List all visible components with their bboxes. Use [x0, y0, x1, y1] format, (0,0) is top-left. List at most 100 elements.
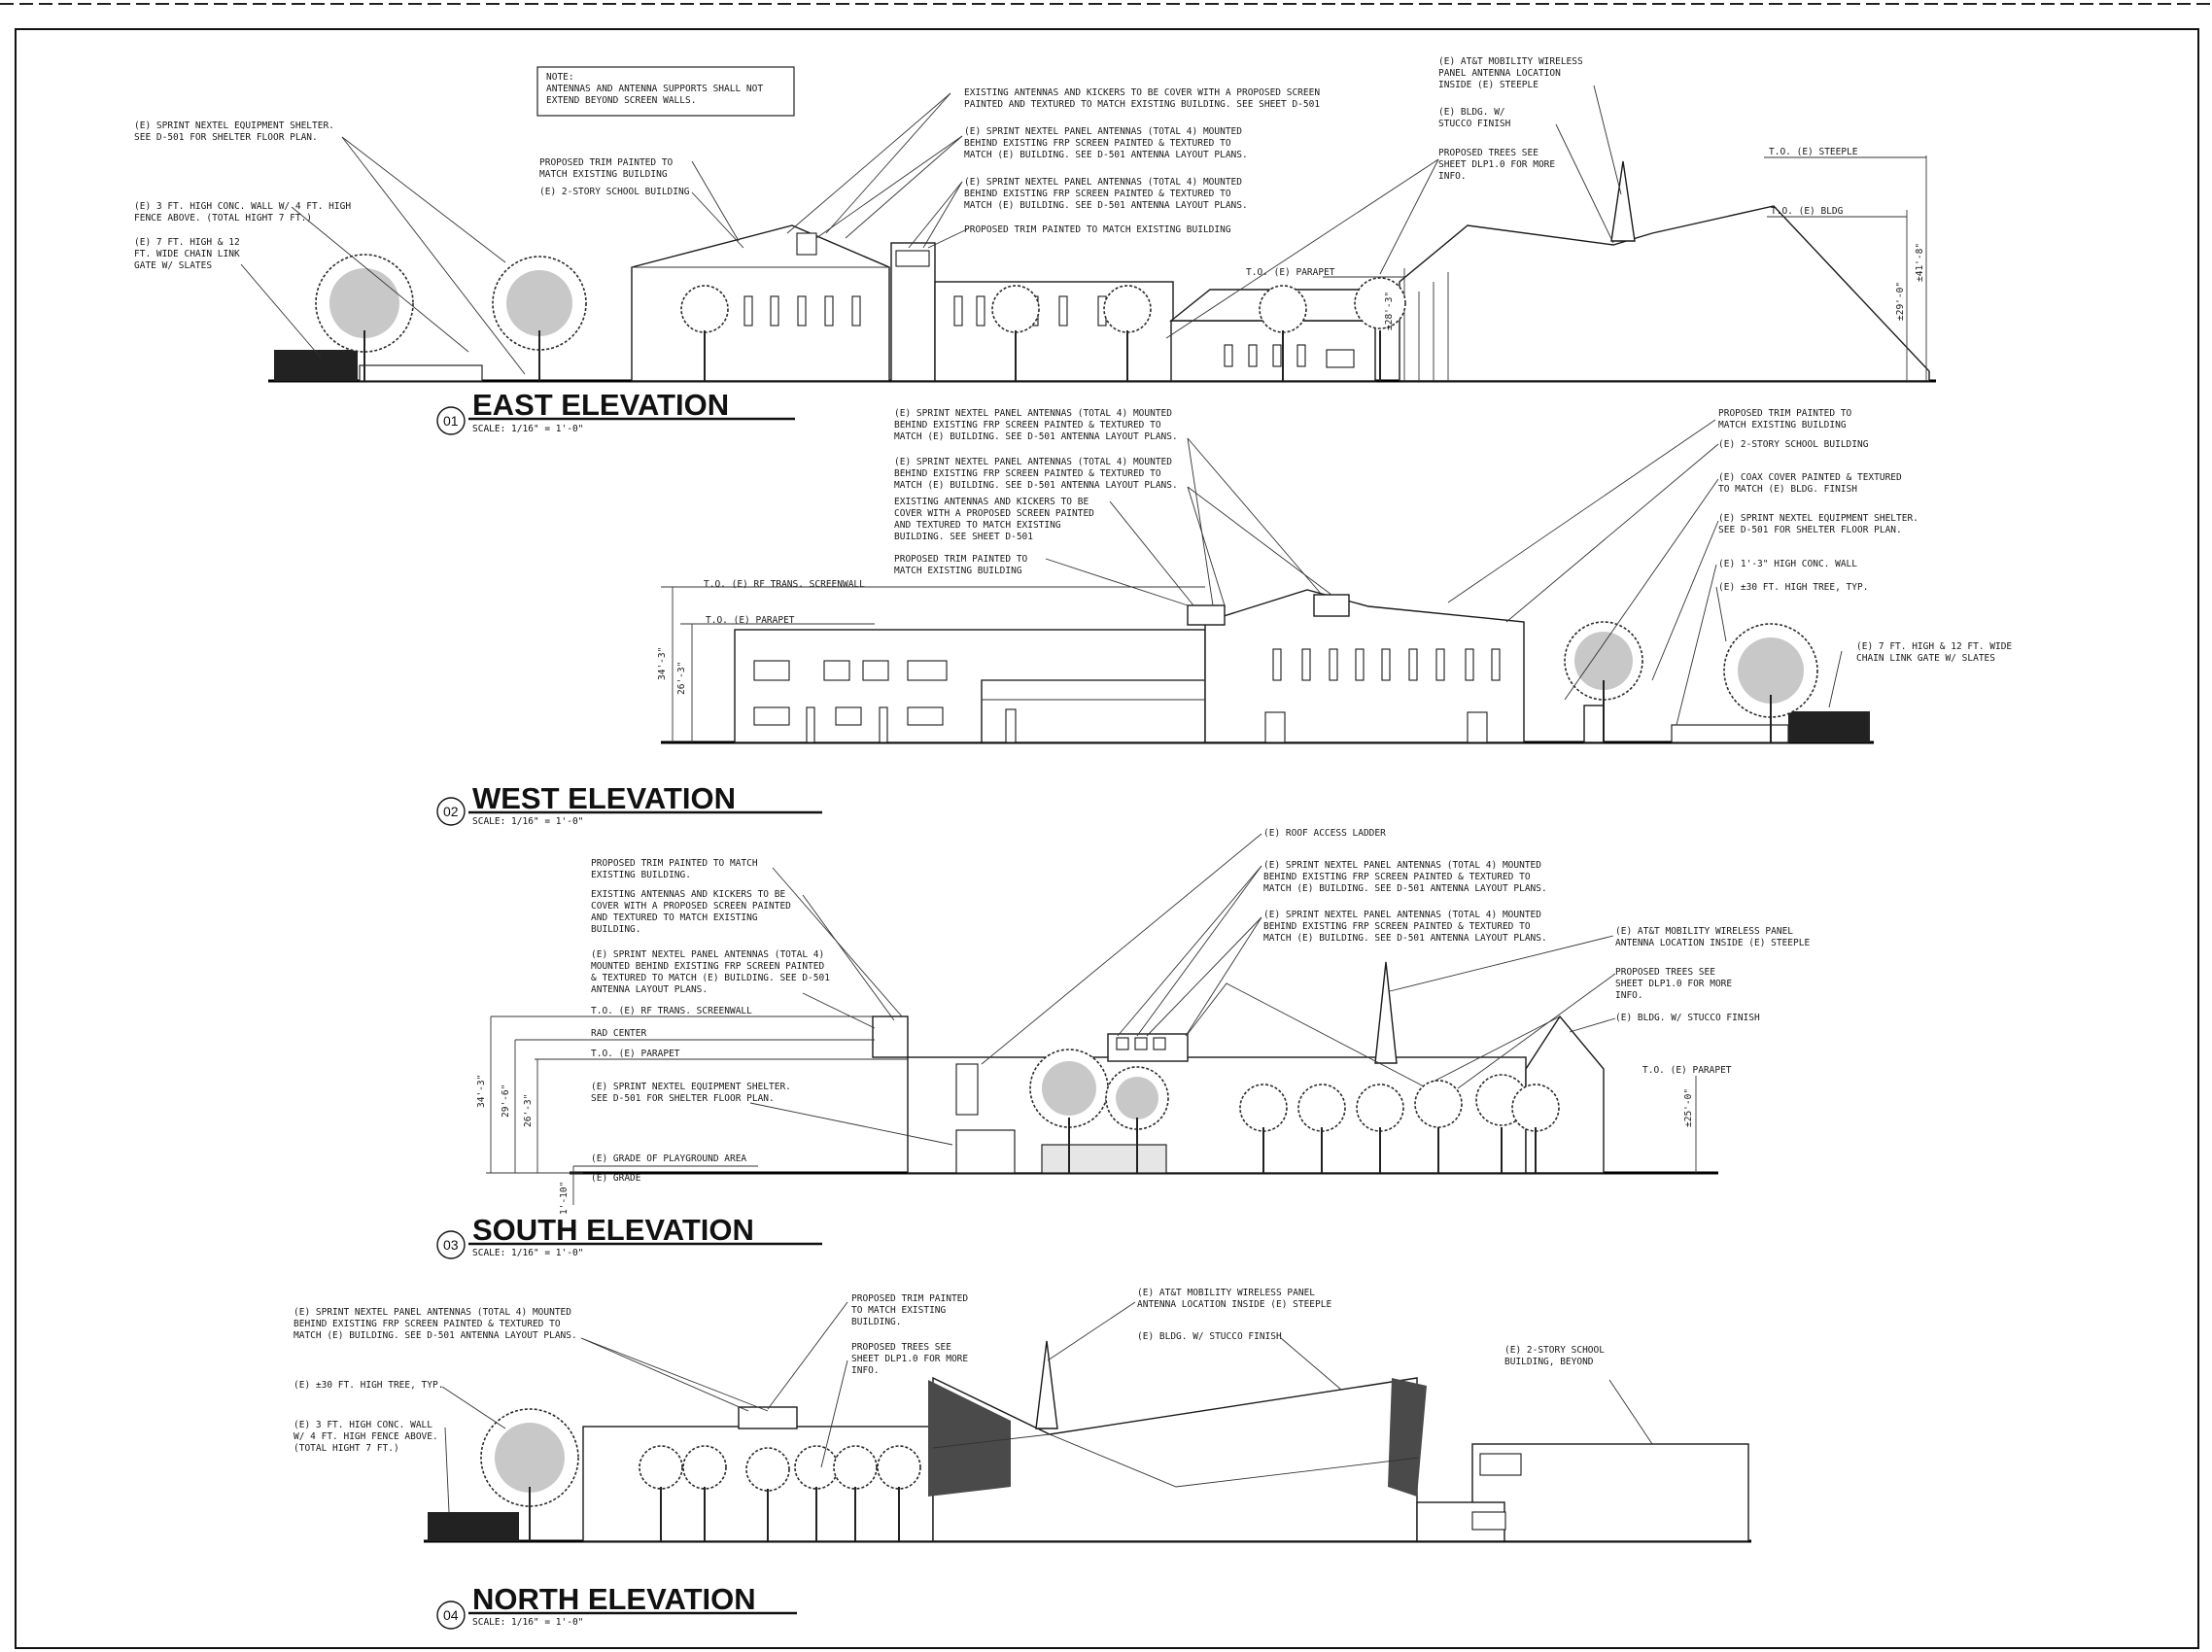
east-dim-3: ±29'-0": [1895, 282, 1906, 321]
north-elevation-title: NORTH ELEVATION: [472, 1582, 756, 1616]
east-to-steeple: T.O. (E) STEEPLE: [1769, 147, 1858, 157]
west-dim-2: 26'-3": [676, 662, 687, 695]
north-note-conc-wall: (E) 3 FT. HIGH CONC. WALL W/ 4 FT. HIGH …: [294, 1420, 443, 1454]
general-note-box: [536, 66, 795, 117]
north-elevation-scale: SCALE: 1/16" = 1'-0": [472, 1617, 583, 1628]
north-leaders: [441, 1301, 1653, 1513]
north-elevation-number: [436, 1600, 466, 1630]
south-note-kickers: EXISTING ANTENNAS AND KICKERS TO BE COVE…: [591, 889, 797, 935]
east-elevation: NOTE: ANTENNAS AND ANTENNA SUPPORTS SHAL…: [134, 56, 1936, 435]
east-to-parapet: T.O. (E) PARAPET: [1246, 267, 1335, 278]
south-to-parapet-right: T.O. (E) PARAPET: [1642, 1065, 1732, 1076]
north-wall: [428, 1512, 519, 1541]
north-screen: [738, 1406, 798, 1429]
east-number-text: 01: [443, 413, 459, 429]
west-elevation: 34'-3" 26'-3" T.O. (E) RF TRANS. SCREENW…: [436, 408, 2018, 827]
east-note-shelter: (E) SPRINT NEXTEL EQUIPMENT SHELTER. SEE…: [134, 120, 340, 143]
school-building: [631, 224, 890, 382]
south-number-text: 03: [443, 1237, 459, 1253]
south-to-parapet: T.O. (E) PARAPET: [591, 1049, 680, 1059]
west-note-kickers: EXISTING ANTENNAS AND KICKERS TO BE COVE…: [894, 497, 1100, 542]
south-note-att: (E) AT&T MOBILITY WIRELESS PANEL ANTENNA…: [1615, 926, 1810, 948]
school-windows: [743, 232, 861, 327]
west-shelter: [1788, 711, 1870, 742]
north-elevation: (E) SPRINT NEXTEL PANEL ANTENNAS (TOTAL …: [294, 1288, 1751, 1630]
east-dim-2: ±41'-8": [1915, 243, 1925, 282]
west-trees: [1564, 621, 1818, 742]
west-note-trim-right: PROPOSED TRIM PAINTED TO MATCH EXISTING …: [1718, 408, 1857, 430]
east-note-antennas-a: (E) SPRINT NEXTEL PANEL ANTENNAS (TOTAL …: [964, 126, 1248, 160]
east-to-bldg: T.O. (E) BLDG: [1771, 206, 1844, 217]
concrete-wall: [359, 364, 483, 382]
north-note-trim: PROPOSED TRIM PAINTED TO MATCH EXISTING …: [851, 1293, 974, 1327]
south-dim-1: 34'-3": [476, 1075, 487, 1108]
east-dim-1: ±28'-3": [1384, 292, 1395, 330]
east-note-conc-wall: (E) 3 FT. HIGH CONC. WALL W/ 4 FT. HIGH …: [134, 201, 357, 224]
south-note-proposed-trees: PROPOSED TREES SEE SHEET DLP1.0 FOR MORE…: [1615, 967, 1738, 1001]
north-note-proposed-trees: PROPOSED TREES SEE SHEET DLP1.0 FOR MORE…: [851, 1342, 974, 1376]
east-general-note: NOTE: ANTENNAS AND ANTENNA SUPPORTS SHAL…: [546, 72, 769, 106]
church-building: [1399, 205, 1930, 382]
east-note-school: (E) 2-STORY SCHOOL BUILDING: [539, 187, 690, 197]
south-elevation: 34'-3" 29'-6" 26'-3" 1'-10" ±25'-0" PROP…: [436, 828, 1810, 1259]
north-steeple: [1035, 1340, 1058, 1429]
south-dim-3: 26'-3": [523, 1094, 534, 1127]
north-number-text: 04: [443, 1607, 459, 1623]
west-note-coax: (E) COAX COVER PAINTED & TEXTURED TO MAT…: [1718, 472, 1907, 495]
east-elevation-scale: SCALE: 1/16" = 1'-0": [472, 424, 583, 434]
west-note-antennas-b: (E) SPRINT NEXTEL PANEL ANTENNAS (TOTAL …: [894, 457, 1178, 491]
south-leaders: [749, 833, 1616, 1146]
south-note-antennas-b: (E) SPRINT NEXTEL PANEL ANTENNAS (TOTAL …: [1263, 910, 1547, 944]
sheet-border: [15, 28, 2199, 1649]
south-trees: [1029, 1049, 1560, 1173]
east-note-kickers: EXISTING ANTENNAS AND KICKERS TO BE COVE…: [964, 87, 1326, 110]
west-note-conc-wall: (E) 1'-3" HIGH CONC. WALL: [1718, 559, 1857, 569]
east-elevation-title: EAST ELEVATION: [472, 388, 729, 422]
church-steeple: [1610, 160, 1636, 242]
north-trees: [480, 1408, 921, 1541]
east-note-gate: (E) 7 FT. HIGH & 12 FT. WIDE CHAIN LINK …: [134, 237, 245, 271]
west-note-school: (E) 2-STORY SCHOOL BUILDING: [1718, 439, 1869, 450]
west-note-antennas-a: (E) SPRINT NEXTEL PANEL ANTENNAS (TOTAL …: [894, 408, 1178, 442]
west-note-trim: PROPOSED TRIM PAINTED TO MATCH EXISTING …: [894, 554, 1033, 576]
east-note-antennas-b: (E) SPRINT NEXTEL PANEL ANTENNAS (TOTAL …: [964, 177, 1248, 211]
north-note-tree: (E) ±30 FT. HIGH TREE, TYP.: [294, 1380, 443, 1391]
south-dim-5: ±25'-0": [1683, 1088, 1694, 1127]
west-to-rf-screenwall: T.O. (E) RF TRANS. SCREENWALL: [704, 579, 865, 590]
north-note-stucco: (E) BLDG. W/ STUCCO FINISH: [1137, 1331, 1282, 1342]
east-note-trim: PROPOSED TRIM PAINTED TO MATCH EXISTING …: [539, 157, 678, 180]
south-note-trim: PROPOSED TRIM PAINTED TO MATCH EXISTING …: [591, 858, 763, 880]
east-note-trim-2: PROPOSED TRIM PAINTED TO MATCH EXISTING …: [964, 224, 1231, 235]
north-note-att: (E) AT&T MOBILITY WIRELESS PANEL ANTENNA…: [1137, 1288, 1331, 1310]
south-dim-4: 1'-10": [559, 1182, 570, 1215]
south-screen: [872, 1015, 909, 1058]
west-dim-1: 34'-3": [657, 647, 668, 680]
west-number-text: 02: [443, 804, 459, 819]
west-elevation-title: WEST ELEVATION: [472, 781, 736, 815]
west-windows: [753, 648, 1501, 743]
west-note-gate: (E) 7 FT. HIGH & 12 FT. WIDE CHAIN LINK …: [1856, 641, 2018, 664]
south-grade: (E) GRADE: [591, 1173, 641, 1184]
south-elevation-scale: SCALE: 1/16" = 1'-0": [472, 1248, 583, 1258]
west-elevation-number: [436, 797, 466, 826]
west-note-shelter: (E) SPRINT NEXTEL EQUIPMENT SHELTER. SEE…: [1718, 513, 1924, 535]
west-elevation-scale: SCALE: 1/16" = 1'-0": [472, 816, 583, 827]
south-grade-playground: (E) GRADE OF PLAYGROUND AREA: [591, 1153, 746, 1164]
south-rad-center: RAD CENTER: [591, 1028, 646, 1039]
west-note-tree: (E) ±30 FT. HIGH TREE, TYP.: [1718, 582, 1868, 593]
north-hatch-right: [1388, 1378, 1427, 1497]
north-hatch-left: [928, 1380, 1011, 1497]
south-steeple: [1374, 961, 1398, 1064]
south-dim-2: 29'-6": [501, 1084, 511, 1118]
east-elevation-number: [436, 406, 466, 435]
east-trees: [315, 254, 1406, 381]
east-note-proposed-trees: PROPOSED TREES SEE SHEET DLP1.0 FOR MORE…: [1438, 148, 1561, 182]
west-to-parapet: T.O. (E) PARAPET: [706, 615, 795, 626]
west-leaders: [1045, 419, 1843, 726]
south-note-stucco: (E) BLDG. W/ STUCCO FINISH: [1615, 1013, 1760, 1023]
south-elevation-number: [436, 1230, 466, 1259]
north-note-antennas: (E) SPRINT NEXTEL PANEL ANTENNAS (TOTAL …: [294, 1307, 577, 1341]
east-note-att: (E) AT&T MOBILITY WIRELESS PANEL ANTENNA…: [1438, 56, 1588, 90]
south-elevation-title: SOUTH ELEVATION: [472, 1213, 754, 1247]
